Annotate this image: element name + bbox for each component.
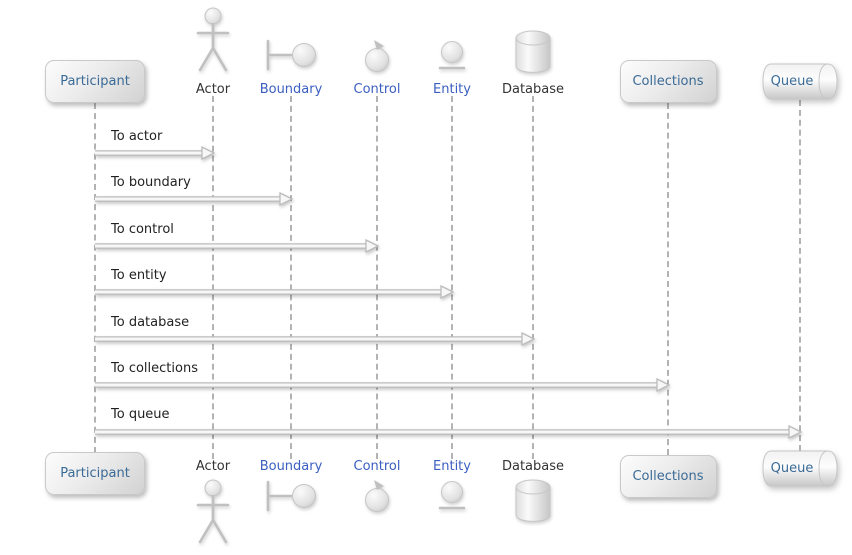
message-label-entity: To entity [111,268,167,283]
boundary-label-top: Boundary [259,82,323,97]
lifeline-participant [94,103,96,453]
queue-icon [762,450,838,487]
lifeline-boundary [290,96,292,459]
entity-icon [438,481,466,510]
database-icon [515,30,551,73]
message-arrow-entity [95,283,454,301]
message-label-boundary: To boundary [111,175,191,190]
queue-node-bottom: Queue [762,450,838,487]
entity-icon-bottom [437,479,467,513]
collections-box-bottom: Collections [619,455,717,498]
entity-label-top: Entity [433,82,471,97]
actor-label-bottom: Actor [195,459,231,474]
control-icon-top [361,38,393,74]
control-label-bottom: Control [353,459,401,474]
entity-label-bottom: Entity [433,459,471,474]
lifeline-queue [799,100,801,451]
queue-label-top: Queue [770,74,814,89]
boundary-icon [266,480,316,512]
message-label-control: To control [111,222,174,237]
lifeline-entity [451,96,453,459]
actor-icon [196,7,230,72]
actor-icon-bottom [194,478,232,548]
boundary-label-bottom: Boundary [259,459,323,474]
message-arrow-boundary [95,190,293,208]
participant-box-bottom: Participant [45,452,145,495]
database-icon-top [514,29,552,75]
message-label-database: To database [111,315,190,330]
queue-icon [762,63,838,100]
actor-label-top: Actor [195,82,231,97]
lifeline-actor [212,96,214,459]
entity-icon [438,41,466,70]
database-icon [515,479,551,522]
message-arrow-control [95,237,379,255]
message-arrow-actor [95,144,215,162]
entity-icon-top [437,39,467,73]
control-icon [365,40,389,72]
database-label-top: Database [501,82,565,97]
message-label-collections: To collections [111,361,198,376]
message-arrow-queue [95,423,802,441]
participant-box-top: Participant [45,60,145,103]
queue-label-bottom: Queue [770,461,814,476]
database-icon-bottom [514,478,552,524]
collections-box-top: Collections [619,60,717,103]
boundary-icon-top [264,38,318,72]
actor-icon-top [194,6,232,76]
database-label-bottom: Database [501,459,565,474]
queue-node-top: Queue [762,63,838,100]
boundary-icon [266,39,316,71]
control-label-top: Control [353,82,401,97]
message-arrow-database [95,330,535,348]
control-icon [365,480,389,512]
lifeline-control [376,96,378,459]
message-label-actor: To actor [111,129,163,144]
control-icon-bottom [361,478,393,514]
lifeline-database [532,96,534,459]
boundary-icon-bottom [264,479,318,513]
message-label-queue: To queue [111,407,170,422]
message-arrow-collections [95,376,670,394]
actor-icon [196,479,230,544]
lifeline-collections [667,103,669,455]
